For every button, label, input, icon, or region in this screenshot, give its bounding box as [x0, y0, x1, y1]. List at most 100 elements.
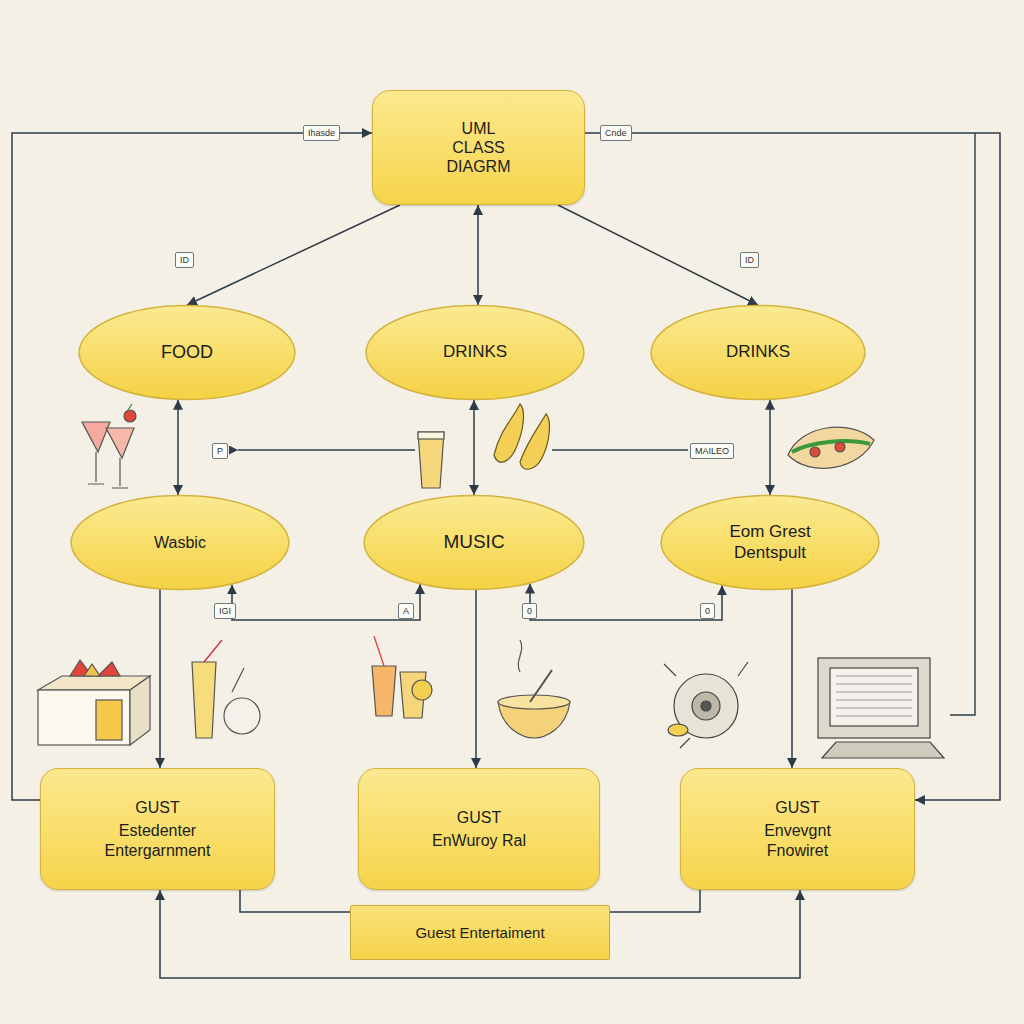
sandwich-icon [788, 427, 874, 468]
drum-icon [664, 662, 748, 748]
sandwich-icon [810, 447, 820, 457]
node-label: DRINKS [726, 342, 790, 362]
connector [769, 400, 771, 495]
ellipse-outline [71, 495, 289, 589]
ellipse-outline [661, 495, 879, 589]
tag-label: Cnde [600, 125, 632, 141]
cocktail-icon [124, 410, 136, 422]
guest-box: GUSTEnvevgnt Fnowiret [680, 768, 915, 890]
ellipse-outline [364, 495, 584, 589]
node-label: Eom Grest Dentspult [705, 522, 835, 563]
tag-label: Ihasde [303, 125, 340, 141]
shoes-icon [494, 404, 549, 469]
food-box-icon [38, 690, 130, 745]
node-label: UML CLASS DIAGRM [439, 119, 519, 177]
class-ellipse: DRINKS [365, 305, 585, 400]
tag-label: IGI [214, 603, 236, 619]
ellipse-outline [651, 305, 865, 399]
tag-label: A [398, 603, 414, 619]
drum-icon [668, 724, 688, 736]
leader-line [950, 133, 975, 715]
bowl-icon [498, 640, 570, 738]
node-content: GUST EnWuroy Ral [419, 808, 539, 850]
node-label: Wasbic [154, 533, 206, 552]
juice-icon [204, 640, 222, 662]
connector [159, 589, 161, 768]
food-box-icon [84, 664, 100, 676]
node-content: Wasbic [154, 533, 206, 552]
food-box-icon [96, 700, 122, 740]
node-label: MUSIC [443, 531, 504, 554]
node-heading: GUST [733, 798, 863, 817]
tag-label: MAILEO [690, 443, 734, 459]
node-content: UML CLASS DIAGRM [439, 119, 519, 177]
node-label: Guest Entertaiment [415, 924, 544, 942]
shoes-icon [494, 404, 523, 462]
bowl-icon [518, 640, 521, 672]
connector [240, 890, 350, 912]
connector [473, 400, 475, 495]
node-label: DRINKS [443, 342, 507, 362]
cocktail-icon [82, 404, 136, 488]
food-box-icon [70, 660, 120, 676]
node-heading: GUST [419, 808, 539, 827]
juice-icon [232, 668, 244, 692]
node-content: GUSTEstedenter Entergarnment [73, 798, 243, 860]
node-content: DRINKS [443, 342, 507, 362]
juice-icon [192, 662, 216, 738]
food-box-icon [130, 676, 150, 745]
node-content: MUSIC [443, 531, 504, 554]
connector [160, 890, 800, 978]
sandwich-icon [788, 427, 874, 468]
juice-icon [224, 698, 260, 734]
cocktail-icon [82, 422, 110, 452]
computer-icon [818, 658, 930, 738]
sandwich-icon [835, 442, 845, 452]
leader-line [552, 449, 688, 450]
node-label: EnWuroy Ral [419, 831, 539, 850]
cocktail-icon [112, 458, 128, 488]
tag-label: 0 [522, 603, 537, 619]
beer-icon [418, 432, 444, 488]
node-content: GUSTEnvevgnt Fnowiret [733, 798, 863, 860]
bowl-icon [530, 670, 552, 702]
class-ellipse: DRINKS [650, 305, 866, 400]
computer-icon [836, 676, 912, 716]
ellipse-outline [366, 305, 584, 399]
class-ellipse: MUSIC [363, 495, 585, 590]
node-content: Guest Entertaiment [415, 924, 544, 942]
class-ellipse: Wasbic [70, 495, 290, 590]
connector [791, 589, 793, 768]
node-content: FOOD [161, 342, 213, 364]
tag-label: ID [175, 252, 194, 268]
guest-box: GUSTEstedenter Entergarnment [40, 768, 275, 890]
sandwich-icon [792, 441, 870, 452]
cocktail-icon [372, 636, 432, 718]
title-box: UML CLASS DIAGRM [372, 90, 585, 205]
beer-icon [418, 432, 444, 439]
cocktail-icon [374, 636, 384, 666]
tag-label: P [212, 443, 228, 459]
cocktail-icon [372, 666, 396, 716]
leader-line [238, 133, 975, 715]
juice-icon [192, 640, 260, 738]
tag-label: 0 [700, 603, 715, 619]
class-ellipse: FOOD [78, 305, 296, 400]
cocktail-icon [106, 428, 134, 458]
beer-icon [418, 432, 444, 488]
connector [558, 205, 758, 305]
node-content: DRINKS [726, 342, 790, 362]
connector [610, 890, 700, 912]
connector [530, 584, 722, 621]
leader-line [238, 449, 415, 450]
food-box-icon [38, 660, 150, 745]
cocktail-icon [88, 452, 104, 484]
cocktail-icon [412, 680, 432, 700]
node-label: FOOD [161, 342, 213, 364]
banner-box: Guest Entertaiment [350, 905, 610, 960]
drum-icon [664, 662, 748, 748]
tag-label: ID [740, 252, 759, 268]
computer-icon [818, 658, 944, 758]
cocktail-icon [128, 404, 132, 410]
drum-icon [701, 701, 711, 711]
